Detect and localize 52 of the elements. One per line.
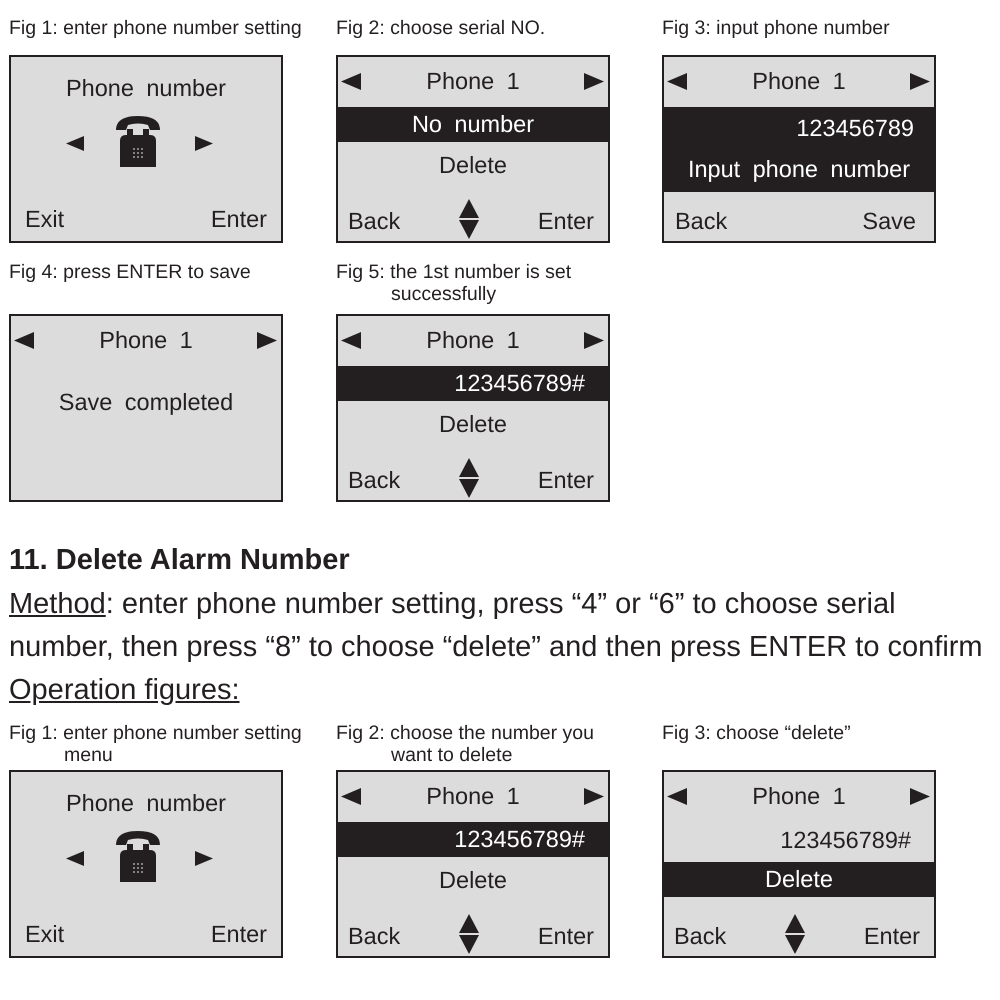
screen-title: Phone 1 — [426, 782, 520, 811]
selected-menu-item: Delete — [664, 862, 934, 897]
menu-item: Delete — [439, 866, 507, 894]
figure-caption: Fig 4: press ENTER to save — [9, 261, 252, 283]
softkey-label: Enter — [864, 922, 920, 951]
figure-caption: Fig 3: choose “delete” — [662, 722, 852, 744]
status-message: Save completed — [58, 388, 234, 417]
figure-caption: Fig 5: the 1st number is set successfully — [336, 261, 572, 305]
menu-item: 123456789# — [780, 826, 911, 854]
softkey-label: Back — [674, 922, 726, 951]
softkey-label: Back — [348, 207, 400, 236]
screen-title: Phone 1 — [752, 782, 846, 811]
softkey-label: Enter — [538, 466, 594, 495]
figure-caption: Fig 2: choose serial NO. — [336, 17, 546, 39]
menu-item: Delete — [439, 150, 507, 180]
softkey-label: Exit — [25, 920, 64, 949]
softkey-label: Back — [348, 922, 400, 951]
softkey-label: Enter — [538, 207, 594, 236]
softkey-label: Back — [348, 466, 400, 495]
instruction-paragraph: Method: enter phone number setting, press “4” or “6” to choose serial number, then press “8” to choose “delete” and then press ENTER to confirm — [9, 587, 984, 665]
input-prompt: Input phone number — [688, 155, 910, 184]
lcd-screen — [336, 55, 610, 243]
subheading: Operation figures: — [9, 673, 240, 708]
figure-caption: Fig 1: enter phone number setting — [9, 17, 303, 39]
lcd-screen — [9, 770, 283, 958]
lcd-screen — [336, 770, 610, 958]
lcd-screen — [336, 314, 610, 502]
figure-caption: Fig 1: enter phone number setting menu — [9, 722, 303, 766]
screen-title: Phone 1 — [99, 326, 193, 355]
figure-caption: Fig 3: input phone number — [662, 17, 891, 39]
phone-number-text: 123456789 — [796, 114, 914, 143]
screen-title: Phone 1 — [426, 326, 520, 355]
selected-menu-item: 123456789# — [338, 366, 608, 401]
section-heading: 11. Delete Alarm Number — [9, 543, 350, 577]
lcd-screen — [9, 314, 283, 502]
menu-item: Delete — [439, 410, 507, 438]
selected-menu-item: 123456789# — [338, 822, 608, 857]
figure-caption: Fig 2: choose the number you want to delete — [336, 722, 595, 766]
lcd-screen — [9, 55, 283, 243]
softkey-label: Back — [675, 207, 728, 236]
softkey-label: Enter — [538, 922, 594, 951]
lcd-screen — [662, 55, 936, 243]
screen-title: Phone 1 — [426, 67, 520, 96]
screen-title: Phone 1 — [752, 67, 846, 96]
screen-title: Phone number — [66, 74, 226, 103]
lcd-screen — [662, 770, 936, 958]
softkey-label: Enter — [210, 205, 267, 234]
softkey-label: Enter — [210, 920, 267, 949]
softkey-label: Exit — [25, 205, 64, 234]
softkey-label: Save — [862, 207, 916, 236]
screen-title: Phone number — [66, 789, 226, 818]
selected-menu-item: No number — [338, 107, 608, 142]
